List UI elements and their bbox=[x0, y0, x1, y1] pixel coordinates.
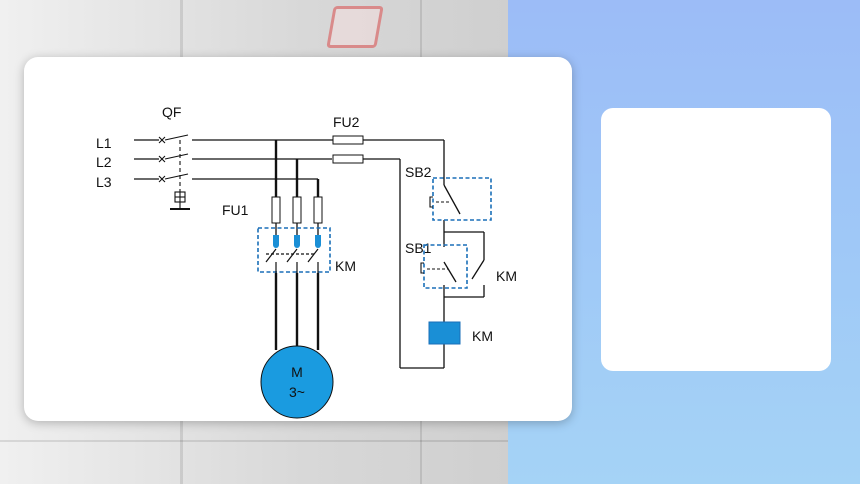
motor-label-3phase: 3~ bbox=[289, 384, 305, 400]
label-qf: QF bbox=[162, 104, 181, 120]
label-km-aux: KM bbox=[496, 268, 517, 284]
sb2-stop-button bbox=[429, 177, 492, 221]
label-sb2: SB2 bbox=[405, 164, 432, 180]
qf-breaker bbox=[158, 134, 190, 210]
main-circuit bbox=[274, 140, 320, 350]
motor-label-m: M bbox=[291, 364, 303, 380]
circuit-diagram-card: QF L1 L2 L3 FU1 FU2 KM SB2 SB1 KM KM bbox=[24, 57, 572, 421]
label-sb1: SB1 bbox=[405, 240, 432, 256]
label-l2: L2 bbox=[96, 154, 112, 170]
fu1-fuses bbox=[271, 196, 323, 224]
label-l3: L3 bbox=[96, 174, 112, 190]
blank-card bbox=[601, 108, 831, 371]
km-coil bbox=[428, 321, 461, 345]
label-km-contacts: KM bbox=[335, 258, 356, 274]
circuit-diagram: QF L1 L2 L3 FU1 FU2 KM SB2 SB1 KM KM bbox=[96, 104, 517, 419]
sb1-start-button bbox=[420, 244, 468, 289]
control-circuit bbox=[363, 140, 485, 369]
motor-m3: M 3~ bbox=[260, 345, 334, 419]
fu2-fuses bbox=[332, 135, 364, 164]
label-km-coil: KM bbox=[472, 328, 493, 344]
label-fu2: FU2 bbox=[333, 114, 360, 130]
fu1-leads bbox=[275, 223, 319, 235]
label-fu1: FU1 bbox=[222, 202, 249, 218]
km-main-contacts bbox=[257, 227, 331, 273]
label-l1: L1 bbox=[96, 135, 112, 151]
